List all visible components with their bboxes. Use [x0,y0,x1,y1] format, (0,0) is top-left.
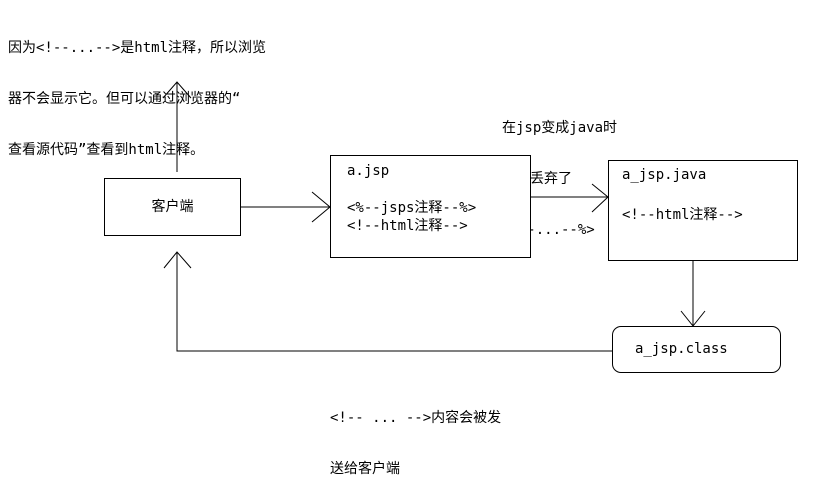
node-ajspclass: a_jsp.class [612,326,781,373]
arrowhead-up-client [163,251,192,269]
node-ajsp-title: a.jsp [347,163,390,179]
node-ajspclass-label: a_jsp.class [635,341,728,357]
node-ajspjava-line-1: <!--html注释--> [622,207,743,223]
node-ajspjava: a_jsp.java <!--html注释--> [608,160,798,261]
node-client-label: 客户端 [151,199,194,215]
note-bottom-line-2: 送给客户端 [330,461,400,477]
note-top-left-line-3: 查看源代码”查看到html注释。 [8,142,205,158]
note-top-left-line-1: 因为<!--...-->是html注释，所以浏览 [8,40,267,56]
node-ajsp-line-2: <!--html注释--> [347,218,468,234]
node-ajsp: a.jsp <%--jsps注释--%> <!--html注释--> [330,155,531,258]
node-ajspjava-title: a_jsp.java [622,167,707,183]
note-top-left: 因为<!--...-->是html注释，所以浏览 器不会显示它。但可以通过浏览器… [8,6,266,176]
arrowhead-up-note [162,81,192,99]
note-bottom-line-1: <!-- ... -->内容会被发 [330,410,502,426]
arrow-class-to-client [176,252,612,352]
note-top-middle-line-1: 在jsp变成java时 [502,120,618,136]
node-client: 客户端 [104,178,241,236]
note-top-left-line-2: 器不会显示它。但可以通过浏览器的“ [8,91,241,107]
note-bottom: <!-- ... -->内容会被发 送给客户端 [330,376,501,495]
node-ajsp-line-1: <%--jsps注释--%> [347,200,477,216]
